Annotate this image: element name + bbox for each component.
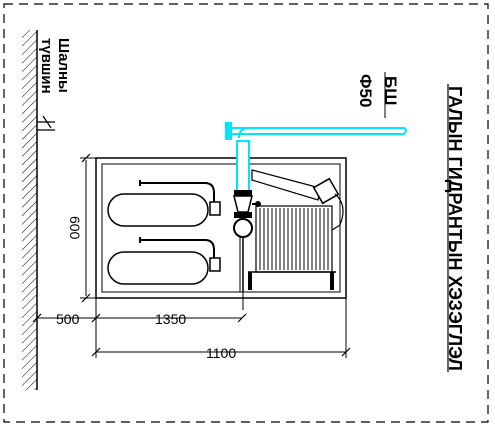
floor-level-marker	[37, 115, 55, 131]
dimension-height-label: 600	[67, 216, 83, 240]
dimension-height	[80, 153, 96, 303]
sheet-frame	[3, 3, 489, 423]
water-pipe	[225, 122, 407, 192]
drawing-title: ГАЛЫН ГИДРАНТЫН ХЭЗЭГЛЭЛ	[445, 86, 465, 371]
floor-level-label-2: түвшин	[38, 38, 55, 94]
dimension-row-2	[91, 298, 351, 358]
hose-rack	[248, 205, 336, 290]
hydrant-cabinet	[95, 157, 347, 299]
fire-extinguisher-1	[107, 180, 221, 227]
hose-nozzle	[251, 169, 344, 231]
dimension-width-label: 1100	[206, 345, 236, 361]
dimension-offset-label: 500	[56, 311, 80, 327]
hydrant-valve	[233, 190, 261, 310]
fire-extinguisher-2	[107, 237, 221, 285]
pipe-material-label: БШ	[381, 76, 400, 105]
floor-level-label-1: Шалны	[55, 38, 72, 93]
dimension-length-label: 1350	[155, 311, 186, 327]
wall-hatching	[22, 30, 38, 390]
cabinet-inner	[101, 163, 341, 293]
pipe-diameter-label: Ф50	[356, 74, 375, 107]
